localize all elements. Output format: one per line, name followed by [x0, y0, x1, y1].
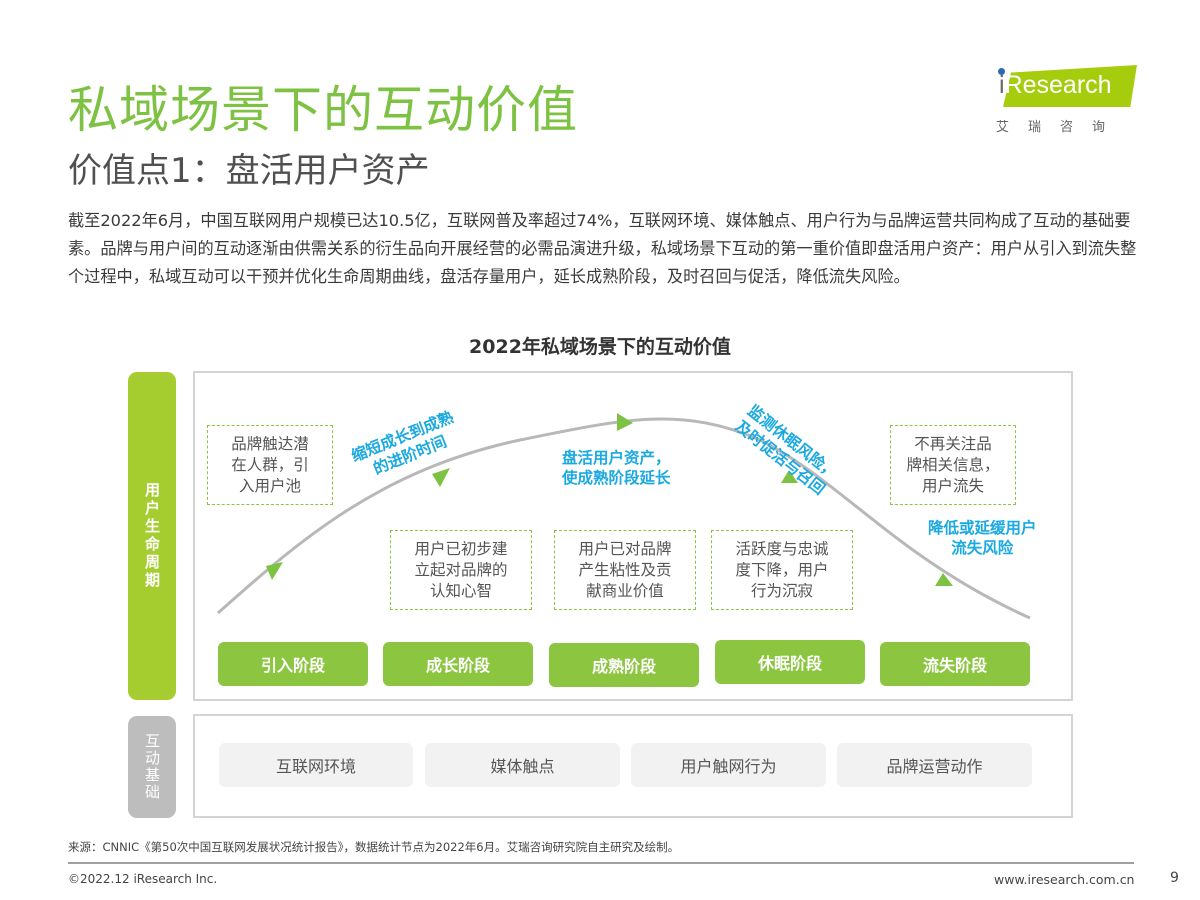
stage-desc-churn: 不再关注品牌相关信息，用户流失: [890, 425, 1016, 505]
footer-divider: [68, 862, 1134, 864]
page-number: 9: [1170, 870, 1179, 886]
arrow-icon: [781, 470, 798, 483]
iresearch-logo: iResearch: [995, 65, 1137, 107]
foundation-brand-operations: 品牌运营动作: [837, 743, 1032, 787]
foundation-side-label: 互动基础: [128, 716, 176, 818]
logo-dot-icon: [998, 68, 1005, 75]
stage-dormant: 休眠阶段: [715, 640, 865, 684]
logo-wordmark: iResearch: [999, 71, 1112, 99]
arrow-icon: [432, 468, 450, 487]
lifecycle-side-label: 用户生命周期: [128, 372, 176, 700]
arrow-icon: [617, 413, 633, 431]
foundation-media-touchpoints: 媒体触点: [425, 743, 620, 787]
intro-paragraph: 截至2022年6月，中国互联网用户规模已达10.5亿，互联网普及率超过74%，互…: [68, 211, 1137, 286]
stage-churn: 流失阶段: [880, 642, 1030, 686]
curve-line: [217, 417, 1031, 620]
stage-intro: 引入阶段: [218, 642, 368, 686]
website-link[interactable]: www.iresearch.com.cn: [994, 872, 1135, 887]
foundation-user-behavior: 用户触网行为: [631, 743, 826, 787]
page-title: 私域场景下的互动价值: [68, 81, 578, 139]
copyright: ©2022.12 iResearch Inc.: [68, 872, 218, 886]
value-note-reduce: 降低或延缓用户 流失风险: [928, 519, 1037, 557]
logo-parallelogram: [1003, 65, 1137, 107]
stage-desc-intro: 品牌触达潜在人群，引入用户池: [207, 425, 333, 505]
foundation-internet-environment: 互联网环境: [219, 743, 413, 787]
stage-desc-dormant: 活跃度与忠诚度下降，用户行为沉寂: [711, 530, 853, 610]
stage-desc-mature: 用户已对品牌产生粘性及贡献商业价值: [554, 530, 696, 610]
arrow-icon: [935, 573, 953, 586]
page-subtitle: 价值点1：盘活用户资产: [68, 151, 430, 191]
stage-growth: 成长阶段: [383, 642, 533, 686]
stage-mature: 成熟阶段: [549, 643, 699, 687]
value-note-activate: 盘活用户资产， 使成熟阶段延长: [562, 449, 671, 487]
diagram-title: 2022年私域场景下的互动价值: [469, 336, 731, 358]
logo-chinese-name: 艾瑞咨询: [996, 120, 1125, 135]
arrow-icon: [266, 562, 283, 580]
source-note: 来源：CNNIC《第50次中国互联网发展状况统计报告》，数据统计节点为2022年…: [68, 840, 680, 854]
stage-desc-growth: 用户已初步建立起对品牌的认知心智: [390, 530, 532, 610]
